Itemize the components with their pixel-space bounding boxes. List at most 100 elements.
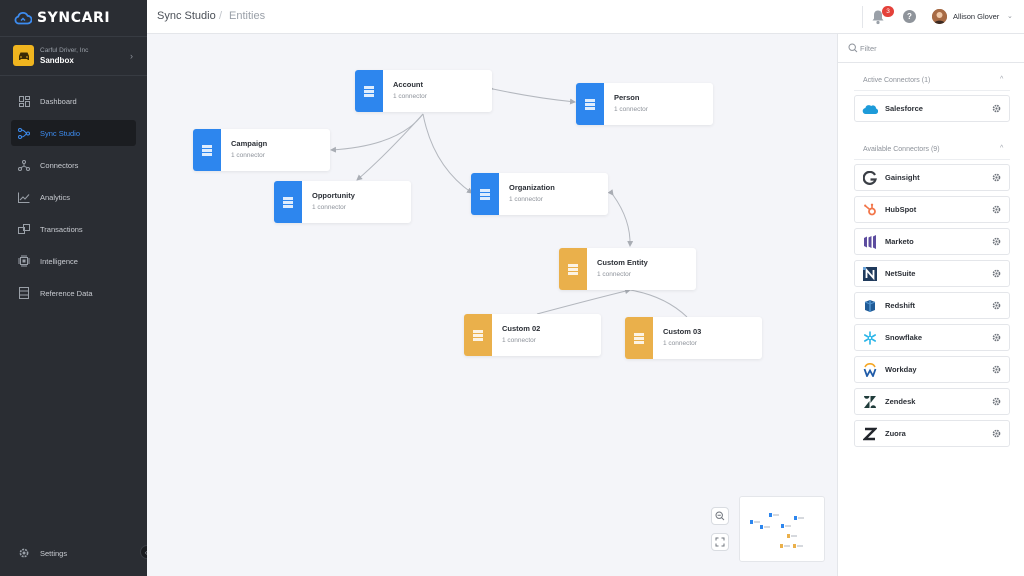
connector-name: Snowflake [885, 333, 923, 342]
filter-input[interactable] [860, 41, 1010, 55]
entity-node-opportunity[interactable]: Opportunity 1 connector [274, 181, 411, 223]
gear-icon[interactable] [991, 237, 1001, 247]
gear-icon[interactable] [991, 301, 1001, 311]
gear-icon[interactable] [991, 269, 1001, 279]
chevron-down-icon[interactable]: ⌄ [1007, 13, 1013, 20]
user-name[interactable]: Allison Glover [953, 12, 1000, 21]
sidebar-item-transactions[interactable]: Transactions [11, 216, 136, 242]
sidebar-item-label: Sync Studio [40, 128, 81, 138]
edge-account-organization [422, 113, 473, 194]
entity-canvas[interactable]: Account 1 connector Person 1 connector C… [147, 34, 837, 576]
breadcrumb-sync-studio[interactable]: Sync Studio [157, 10, 216, 22]
database-icon [559, 248, 587, 290]
database-icon [355, 70, 383, 112]
sidebar-item-dashboard[interactable]: Dashboard [11, 88, 136, 114]
sync-studio-icon [18, 127, 30, 139]
sidebar-item-analytics[interactable]: Analytics [11, 184, 136, 210]
org-name: Sandbox [40, 56, 74, 65]
connector-workday[interactable]: Workday [854, 356, 1010, 383]
gear-icon[interactable] [991, 365, 1001, 375]
hubspot-icon [862, 202, 878, 218]
connector-redshift[interactable]: Redshift [854, 292, 1010, 319]
gear-icon[interactable] [991, 429, 1001, 439]
connector-zendesk[interactable]: Zendesk [854, 388, 1010, 415]
edge-organization-custom-entity [607, 189, 634, 247]
search-icon [848, 43, 858, 53]
sidebar-item-sync-studio[interactable]: Sync Studio [11, 120, 136, 146]
entity-node-custom-02[interactable]: Custom 02 1 connector [464, 314, 601, 356]
edge-custom03-custom-entity [629, 289, 688, 318]
entity-edges [330, 85, 688, 318]
entity-name: Person [614, 93, 640, 102]
help-icon[interactable]: ? [903, 10, 916, 23]
database-icon [625, 317, 653, 359]
salesforce-icon [862, 101, 878, 117]
sidebar-item-reference-data[interactable]: Reference Data [11, 280, 136, 306]
minimap-preview [750, 513, 804, 548]
sidebar-item-connectors[interactable]: Connectors [11, 152, 136, 178]
sidebar-item-settings[interactable]: Settings [11, 540, 136, 566]
fit-view-button[interactable] [711, 533, 729, 551]
chevron-up-icon[interactable]: ^ [1000, 76, 1004, 83]
gear-icon[interactable] [991, 173, 1001, 183]
gear-icon[interactable] [991, 104, 1001, 114]
entity-node-campaign[interactable]: Campaign 1 connector [193, 129, 330, 171]
gear-icon[interactable] [991, 333, 1001, 343]
syncari-logo[interactable]: SYNCARI [14, 8, 110, 28]
intelligence-icon [18, 255, 30, 267]
entity-node-custom-03[interactable]: Custom 03 1 connector [625, 317, 762, 359]
entity-connector-count: 1 connector [597, 271, 631, 278]
connector-name: Gainsight [885, 173, 920, 182]
marketo-icon [862, 234, 878, 250]
canvas-minimap[interactable] [739, 496, 825, 562]
edge-account-campaign [330, 113, 424, 153]
entity-node-custom-entity[interactable]: Custom Entity 1 connector [559, 248, 696, 290]
breadcrumb-entities: Entities [229, 10, 266, 22]
connector-name: HubSpot [885, 205, 917, 214]
gear-icon [18, 547, 30, 559]
entity-node-account[interactable]: Account 1 connector [355, 70, 492, 112]
breadcrumb-separator: / [219, 10, 223, 22]
org-switcher[interactable]: Carful Driver, Inc Sandbox › [0, 36, 147, 76]
database-icon [464, 314, 492, 356]
connector-marketo[interactable]: Marketo [854, 228, 1010, 255]
workday-icon [862, 362, 878, 378]
entity-node-organization[interactable]: Organization 1 connector [471, 173, 608, 215]
connector-hubspot[interactable]: HubSpot [854, 196, 1010, 223]
bell-icon[interactable] [871, 9, 885, 25]
connector-name: Salesforce [885, 104, 923, 113]
connectors-panel: Active Connectors (1) ^ Salesforce Avail… [837, 34, 1024, 576]
cloud-sync-icon [14, 11, 32, 25]
connector-netsuite[interactable]: NetSuite [854, 260, 1010, 287]
database-icon [274, 181, 302, 223]
connector-name: Zuora [885, 429, 906, 438]
entity-name: Custom 03 [663, 327, 702, 336]
snowflake-icon [862, 330, 878, 346]
gear-icon[interactable] [991, 205, 1001, 215]
header-divider [862, 6, 863, 28]
netsuite-icon [862, 266, 878, 282]
section-divider [854, 159, 1010, 160]
connector-zuora[interactable]: Zuora [854, 420, 1010, 447]
connector-name: Marketo [885, 237, 914, 246]
sidebar-item-intelligence[interactable]: Intelligence [11, 248, 136, 274]
avatar[interactable] [932, 9, 947, 24]
zoom-out-icon [715, 511, 725, 521]
org-company: Carful Driver, Inc [40, 47, 89, 54]
connector-snowflake[interactable]: Snowflake [854, 324, 1010, 351]
gear-icon[interactable] [991, 397, 1001, 407]
connector-gainsight[interactable]: Gainsight [854, 164, 1010, 191]
entity-connector-count: 1 connector [393, 93, 427, 100]
logo-text: SYNCARI [37, 10, 111, 26]
zoom-out-button[interactable] [711, 507, 729, 525]
entity-name: Opportunity [312, 191, 355, 200]
entity-node-person[interactable]: Person 1 connector [576, 83, 713, 125]
connector-salesforce[interactable]: Salesforce [854, 95, 1010, 122]
analytics-icon [18, 191, 30, 203]
entity-name: Account [393, 80, 423, 89]
chevron-up-icon[interactable]: ^ [1000, 145, 1004, 152]
sidebar-item-label: Reference Data [40, 288, 93, 298]
reference-data-icon [18, 287, 30, 299]
edge-custom02-custom-entity [536, 288, 631, 315]
zendesk-icon [862, 394, 878, 410]
